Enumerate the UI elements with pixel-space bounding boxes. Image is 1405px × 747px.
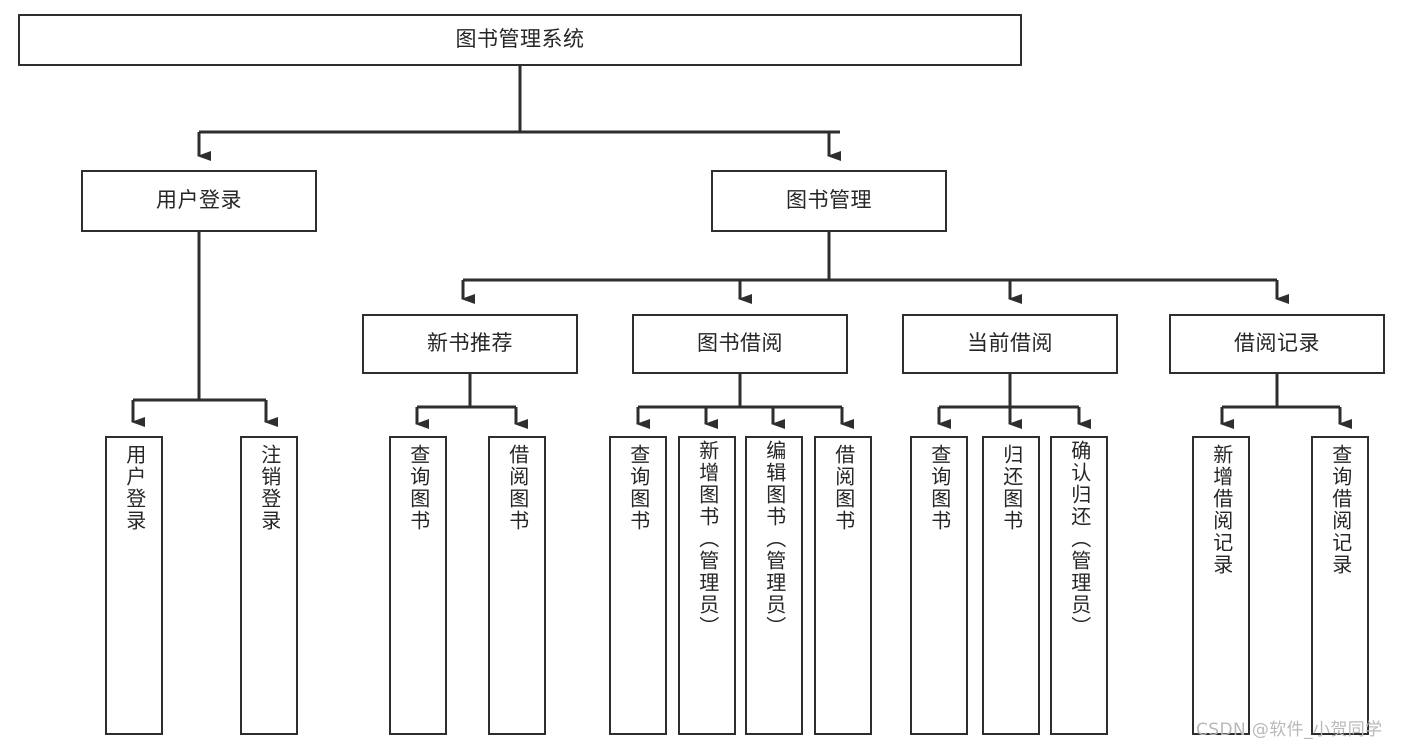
leaf-user-login-login[interactable]: 用户登录	[105, 436, 163, 735]
node-label: 归还图书	[999, 444, 1024, 532]
leaf-book-borrow-add-book-admin[interactable]: 新增图书（管理员）	[678, 436, 736, 735]
node-label: 编辑图书（管理员）	[762, 440, 787, 638]
node-label: 查询图书	[406, 444, 431, 532]
node-user-login[interactable]: 用户登录	[81, 170, 317, 232]
node-label: 当前借阅	[967, 331, 1053, 356]
node-label: 新增借阅记录	[1209, 444, 1234, 576]
leaf-book-borrow-query-book[interactable]: 查询图书	[609, 436, 667, 735]
node-label: 查询图书	[626, 444, 651, 532]
node-root-book-management-system[interactable]: 图书管理系统	[18, 14, 1022, 66]
leaf-current-borrow-query-book[interactable]: 查询图书	[910, 436, 968, 735]
node-label: 注销登录	[257, 444, 282, 532]
node-label: 确认归还（管理员）	[1067, 440, 1092, 638]
leaf-new-book-query-book[interactable]: 查询图书	[389, 436, 447, 735]
leaf-book-borrow-edit-book-admin[interactable]: 编辑图书（管理员）	[745, 436, 803, 735]
node-label: 用户登录	[156, 188, 242, 213]
node-label: 借阅记录	[1234, 331, 1320, 356]
leaf-current-borrow-return-book[interactable]: 归还图书	[982, 436, 1040, 735]
node-borrow-record[interactable]: 借阅记录	[1169, 314, 1385, 374]
node-label: 新增图书（管理员）	[695, 440, 720, 638]
leaf-current-borrow-confirm-return-admin[interactable]: 确认归还（管理员）	[1050, 436, 1108, 735]
node-label: 图书管理	[786, 188, 872, 213]
node-label: 借阅图书	[505, 444, 530, 532]
node-label: 图书管理系统	[455, 27, 585, 52]
leaf-borrow-record-add-record[interactable]: 新增借阅记录	[1192, 436, 1250, 735]
node-book-borrow[interactable]: 图书借阅	[632, 314, 848, 374]
node-label: 借阅图书	[831, 444, 856, 532]
leaf-book-borrow-borrow-book[interactable]: 借阅图书	[814, 436, 872, 735]
leaf-borrow-record-query-record[interactable]: 查询借阅记录	[1311, 436, 1369, 735]
node-book-management[interactable]: 图书管理	[711, 170, 947, 232]
node-label: 图书借阅	[697, 331, 783, 356]
leaf-new-book-borrow-book[interactable]: 借阅图书	[488, 436, 546, 735]
csdn-watermark: CSDN @软件_小贺同学	[1196, 720, 1383, 740]
node-label: 查询借阅记录	[1328, 444, 1353, 576]
node-label: 新书推荐	[427, 331, 513, 356]
node-label: 查询图书	[927, 444, 952, 532]
node-current-borrow[interactable]: 当前借阅	[902, 314, 1118, 374]
leaf-user-login-logout[interactable]: 注销登录	[240, 436, 298, 735]
node-new-book-recommend[interactable]: 新书推荐	[362, 314, 578, 374]
node-label: 用户登录	[122, 444, 147, 532]
